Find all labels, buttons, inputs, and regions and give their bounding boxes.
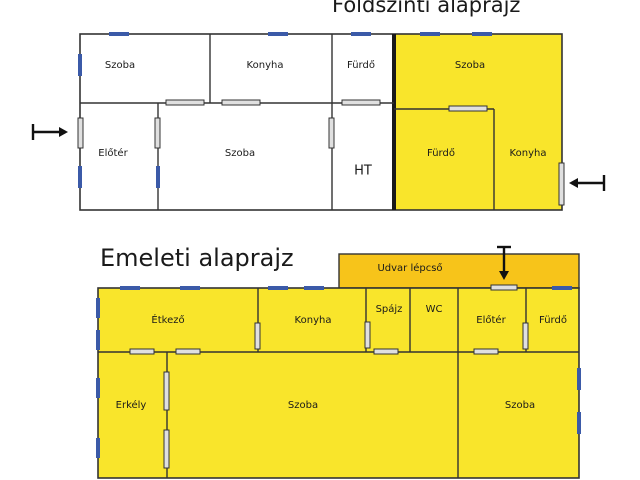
room-label: Szoba [455, 60, 485, 71]
stair-area [338, 253, 580, 289]
room-label: Étkező [151, 313, 184, 326]
upper-entrance-arrow [497, 245, 511, 280]
door [163, 429, 170, 469]
room-label: Konyha [510, 148, 547, 159]
door [165, 99, 205, 106]
room-label: HT [354, 164, 372, 179]
door [341, 99, 381, 106]
room-label: Erkély [116, 399, 147, 411]
room-label: Konyha [247, 60, 284, 71]
room-label: Fürdő [427, 147, 455, 159]
door [254, 322, 261, 350]
room-label: Spájz [376, 303, 403, 315]
window [552, 286, 572, 290]
door [522, 322, 529, 350]
ground-floor-title: Földszinti alaprajz [332, 0, 521, 17]
entrance-arrow-left [31, 124, 68, 140]
window [180, 286, 200, 290]
room-label: Szoba [225, 148, 255, 159]
door [175, 348, 201, 355]
door [163, 371, 170, 411]
room-label: Fürdő [539, 314, 567, 326]
room-label: Szoba [288, 400, 318, 411]
upper-doors [129, 284, 529, 469]
window [120, 286, 140, 290]
entrance-door [558, 162, 565, 206]
door [129, 348, 155, 355]
door [154, 117, 161, 149]
ground-doors [77, 99, 565, 206]
upper-windows [96, 286, 581, 458]
window [96, 378, 100, 398]
window [96, 330, 100, 350]
door [364, 321, 371, 349]
window [472, 32, 492, 36]
ground-windows [78, 32, 492, 188]
door [448, 105, 488, 112]
window [577, 368, 581, 390]
upper-floor-plan: Udvar lépcső Étkező Konyha Spájz WC Előt… [96, 245, 581, 479]
window [96, 298, 100, 318]
room-label: Előtér [476, 314, 506, 326]
window [351, 32, 371, 36]
window [96, 438, 100, 458]
entrance-door [77, 117, 84, 149]
entrance-door [490, 284, 518, 291]
room-label: Konyha [295, 315, 332, 326]
door [328, 117, 335, 149]
window [268, 32, 288, 36]
yellow-apartment-area [394, 34, 562, 210]
window [420, 32, 440, 36]
ground-floor-plan: Szoba Konyha Fürdő Előtér Szoba HT Szoba… [31, 32, 606, 211]
window [156, 166, 160, 188]
window [268, 286, 288, 290]
entrance-arrow-right [569, 175, 606, 191]
room-label: Udvar lépcső [377, 262, 442, 274]
room-label: WC [426, 304, 443, 315]
door [473, 348, 499, 355]
window [78, 54, 82, 76]
window [78, 166, 82, 188]
room-label: Előtér [98, 147, 128, 159]
ground-entrance-arrows [31, 124, 606, 191]
window [109, 32, 129, 36]
door [373, 348, 399, 355]
room-label: Fürdő [347, 59, 375, 71]
window [577, 412, 581, 434]
upper-floor-title: Emeleti alaprajz [100, 244, 294, 272]
door [221, 99, 261, 106]
room-label: Szoba [105, 60, 135, 71]
window [304, 286, 324, 290]
upper-outer-wall [97, 287, 580, 479]
room-label: Szoba [505, 400, 535, 411]
